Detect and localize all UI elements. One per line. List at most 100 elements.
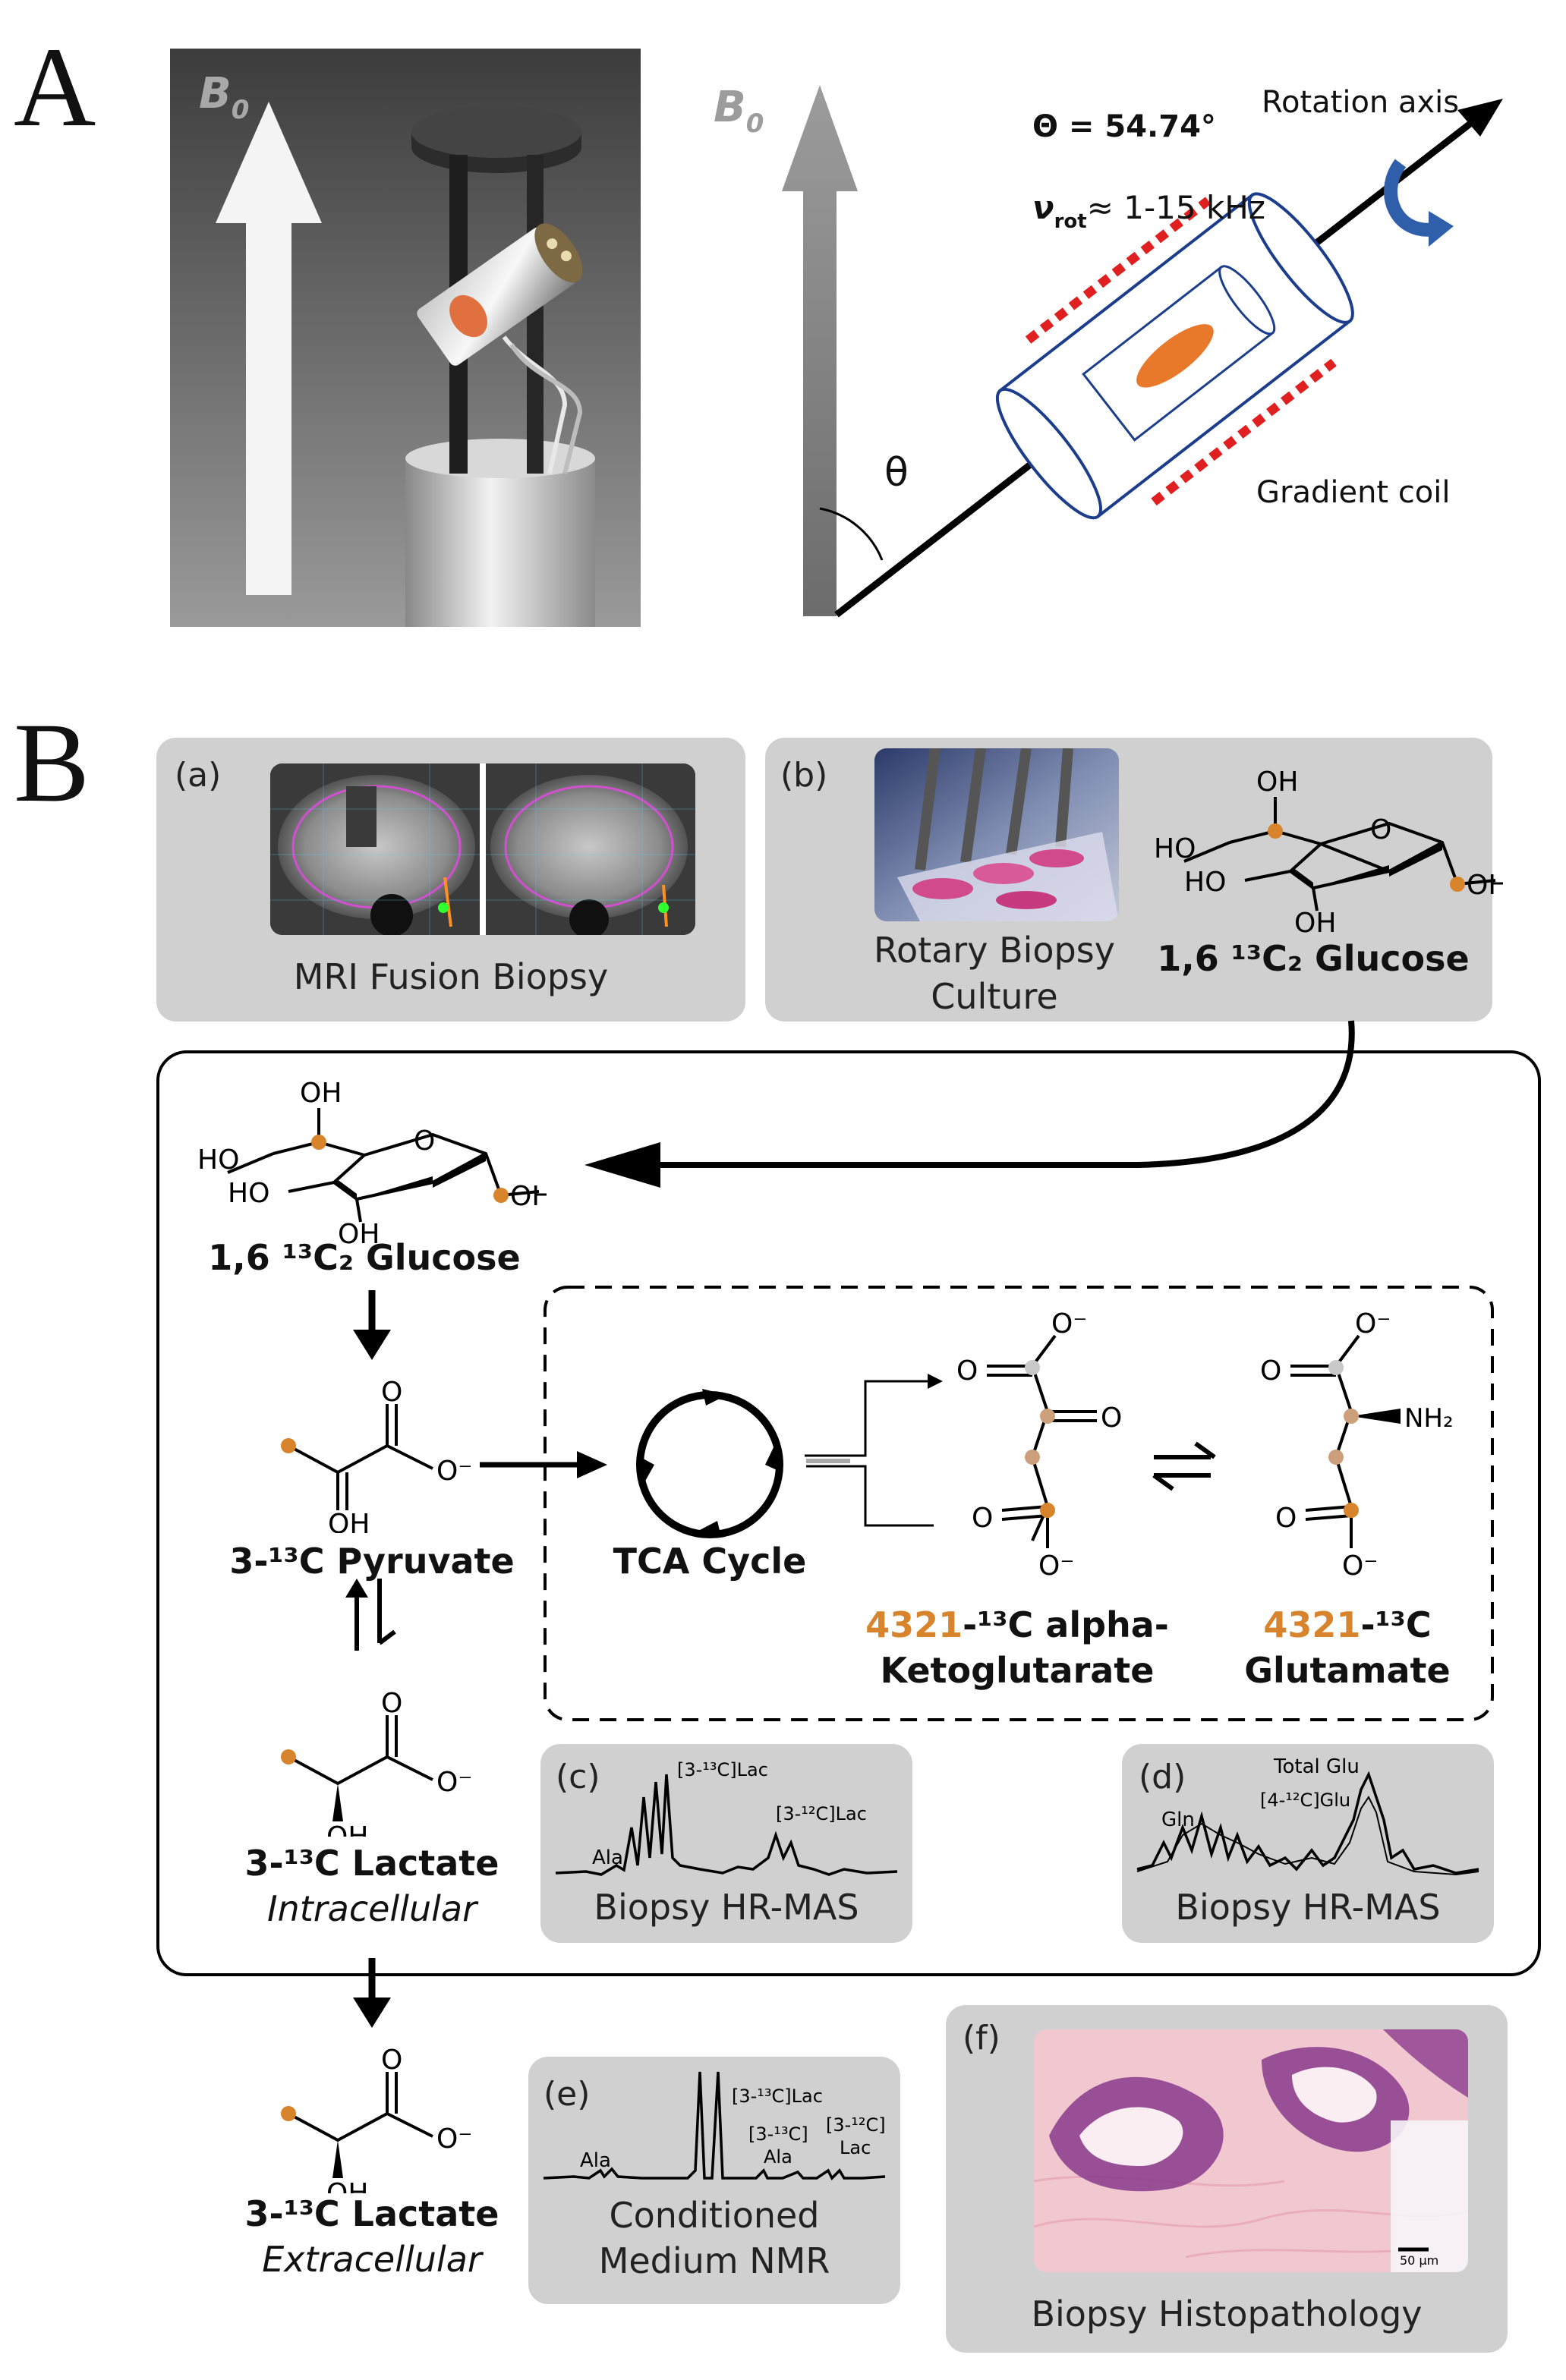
- pyruvate-structure: O OH O⁻: [281, 1377, 472, 1533]
- lactate-intra-structure: O OH O⁻: [281, 1688, 472, 1837]
- svg-text:OH: OH: [1256, 767, 1298, 798]
- svg-text:O⁻: O⁻: [1342, 1550, 1378, 1582]
- svg-text:HO: HO: [1154, 833, 1196, 864]
- label-b: (b): [780, 756, 828, 795]
- svg-text:HO: HO: [1184, 867, 1226, 898]
- label-f: (f): [963, 2019, 1000, 2057]
- glu-line2: Glutamate: [1244, 1649, 1451, 1691]
- svg-text:O: O: [381, 1688, 402, 1719]
- svg-text:O: O: [381, 1377, 402, 1408]
- lactate-extra-structure: O OH O⁻: [281, 2045, 472, 2193]
- caption-b: Rotary Biopsy Culture: [835, 927, 1154, 1019]
- svg-text:[3-¹²C]: [3-¹²C]: [826, 2114, 886, 2136]
- svg-text:HO: HO: [197, 1144, 239, 1176]
- box-c-biopsy-hrmas: [540, 1744, 912, 1943]
- svg-text:O: O: [1101, 1402, 1122, 1434]
- caption-b-line1: Rotary Biopsy: [874, 930, 1115, 971]
- svg-text:O: O: [1275, 1503, 1297, 1534]
- svg-text:Total Glu: Total Glu: [1273, 1755, 1360, 1778]
- svg-text:OH: OH: [300, 1078, 342, 1109]
- glucose-structure-top: OH HO HO O OH OH: [1154, 767, 1503, 939]
- histology-image: 50 µm: [1034, 2029, 1468, 2272]
- svg-text:O: O: [381, 2045, 402, 2076]
- svg-text:θ: θ: [884, 450, 909, 496]
- svg-text:O: O: [414, 1125, 435, 1157]
- svg-text:50 µm: 50 µm: [1400, 2253, 1438, 2268]
- caption-f: Biopsy Histopathology: [1031, 2293, 1423, 2334]
- svg-text:O⁻: O⁻: [436, 2123, 472, 2155]
- glucose-top-label: 1,6 ¹³C₂ Glucose: [1157, 938, 1470, 979]
- svg-text:OH: OH: [1467, 870, 1503, 901]
- lactate-extra-sub: Extracellular: [262, 2239, 482, 2280]
- svg-text:Rotation axis: Rotation axis: [1262, 85, 1459, 120]
- caption-c: Biopsy HR-MAS: [594, 1887, 859, 1928]
- svg-text:B0: B0: [714, 83, 764, 139]
- akg-4321-prefix: 4321: [865, 1604, 963, 1645]
- svg-text:[3-¹³C]: [3-¹³C]: [748, 2123, 808, 2145]
- box-d-biopsy-hrmas: [1122, 1744, 1494, 1943]
- panel-a-letter: A: [14, 24, 96, 150]
- pyruvate-label: 3-¹³C Pyruvate: [229, 1541, 515, 1582]
- svg-text:OH: OH: [338, 1219, 380, 1250]
- glu-4321-prefix: 4321: [1263, 1604, 1361, 1645]
- lactate-intra-label: 3-¹³C Lactate: [244, 1843, 499, 1884]
- glucose-label: 1,6 ¹³C₂ Glucose: [208, 1237, 521, 1278]
- akg-line2: Ketoglutarate: [880, 1649, 1155, 1691]
- label-d: (d): [1139, 1758, 1186, 1796]
- glucose-structure: OH HO HO O OH OH: [197, 1078, 547, 1250]
- caption-e-line1: Conditioned: [609, 2195, 820, 2236]
- caption-d: Biopsy HR-MAS: [1175, 1887, 1441, 1928]
- caption-b-line2: Culture: [931, 975, 1058, 1017]
- mri-images: [270, 763, 695, 935]
- panel-b-letter: B: [14, 700, 90, 826]
- svg-text:νrot≈ 1-15 kHz: νrot≈ 1-15 kHz: [1032, 189, 1265, 233]
- mas-schematic: B0 θ Θ = 54.74° νrot≈ 1-15 kHz Rotation …: [714, 83, 1503, 618]
- svg-text:[3-¹³C]Lac: [3-¹³C]Lac: [677, 1759, 768, 1780]
- spectrum-c: Ala [3-¹³C]Lac [3-¹²C]Lac: [555, 1759, 898, 1876]
- svg-text:OH: OH: [326, 1821, 368, 1837]
- svg-text:[3-¹³C]Lac: [3-¹³C]Lac: [732, 2086, 823, 2107]
- box-e-medium-nmr: [528, 2057, 900, 2304]
- svg-text:Θ = 54.74°: Θ = 54.74°: [1032, 109, 1216, 144]
- svg-text:Ala: Ala: [764, 2146, 792, 2168]
- svg-text:O⁻: O⁻: [1355, 1308, 1391, 1340]
- svg-text:HO: HO: [228, 1178, 269, 1209]
- svg-text:O: O: [956, 1355, 978, 1387]
- svg-text:O⁻: O⁻: [436, 1456, 472, 1487]
- svg-text:O⁻: O⁻: [1038, 1550, 1074, 1582]
- svg-text:Lac: Lac: [840, 2137, 871, 2158]
- sample-ellipse: [1136, 324, 1214, 388]
- svg-text:OH: OH: [326, 2178, 368, 2193]
- spectrum-e: Ala [3-¹³C]Lac [3-¹³C] Ala [3-¹²C] Lac: [543, 2071, 886, 2180]
- lactate-extra-label: 3-¹³C Lactate: [244, 2193, 499, 2234]
- label-a: (a): [175, 756, 222, 795]
- lactate-intra-sub: Intracellular: [266, 1888, 477, 1929]
- mas-probe-render: B0: [170, 49, 641, 627]
- svg-text:B0: B0: [199, 69, 249, 125]
- svg-text:Ala: Ala: [580, 2149, 611, 2172]
- svg-text:O: O: [972, 1503, 993, 1534]
- label-e: (e): [544, 2075, 591, 2114]
- caption-a: MRI Fusion Biopsy: [293, 956, 609, 997]
- svg-text:OH: OH: [1294, 908, 1336, 939]
- akg-structure: O O⁻ O O O⁻: [956, 1308, 1122, 1582]
- caption-e: Conditioned Medium NMR: [528, 2193, 900, 2284]
- svg-text:OH: OH: [328, 1509, 370, 1533]
- glutamate-structure: O O⁻ NH₂ O O⁻: [1260, 1308, 1454, 1582]
- svg-text:Gradient coil: Gradient coil: [1256, 475, 1451, 510]
- akg-label: 4321-¹³C alpha- Ketoglutarate: [805, 1603, 1230, 1694]
- spectrum-d: Gln Total Glu [4-¹²C]Glu: [1136, 1755, 1479, 1876]
- svg-text:Gln: Gln: [1161, 1809, 1195, 1831]
- label-c: (c): [556, 1758, 600, 1796]
- glu-line1-suffix: -¹³C: [1360, 1604, 1432, 1645]
- svg-text:O⁻: O⁻: [436, 1767, 472, 1798]
- b0-arrow: [782, 85, 858, 616]
- svg-text:Ala: Ala: [592, 1846, 623, 1869]
- caption-e-line2: Medium NMR: [598, 2240, 830, 2281]
- rotary-culture-photo: [874, 748, 1119, 921]
- svg-text:O: O: [1260, 1355, 1281, 1387]
- glutamate-label: 4321-¹³C Glutamate: [1222, 1603, 1473, 1694]
- akg-line1-suffix: -¹³C alpha-: [963, 1604, 1169, 1645]
- svg-text:O⁻: O⁻: [1051, 1308, 1087, 1340]
- svg-text:[4-¹²C]Glu: [4-¹²C]Glu: [1260, 1790, 1350, 1811]
